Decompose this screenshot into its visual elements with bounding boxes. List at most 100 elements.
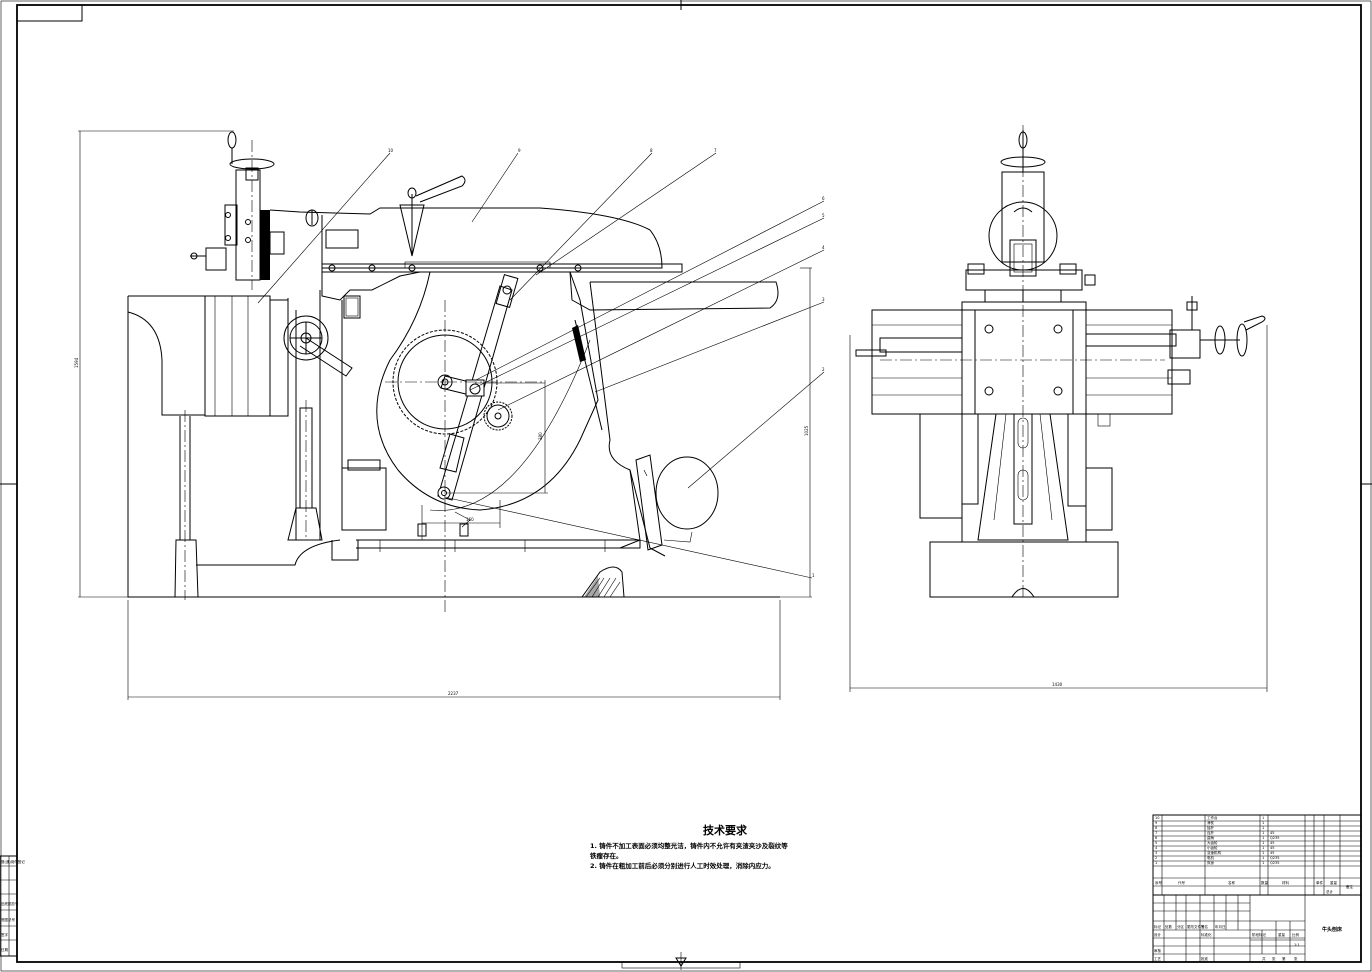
bom-row-no: 10 [1155, 816, 1159, 820]
bom-row-material: 45 [1270, 831, 1274, 835]
bom-row-qty: 1 [1262, 816, 1264, 820]
bom-row-qty: 1 [1262, 851, 1264, 855]
side-view [849, 125, 1268, 692]
bom-row-no: 3 [1155, 851, 1157, 855]
part-label-group: 10 9 8 7 6 5 4 3 2 1 [388, 148, 825, 578]
bom-row-qty: 1 [1262, 841, 1264, 845]
bom-row-no: 9 [1155, 821, 1157, 825]
left-side-strip [0, 855, 18, 957]
bom-row-qty: 1 [1262, 836, 1264, 840]
bom-row-material: 45 [1270, 841, 1274, 845]
bom-row-no: 5 [1155, 841, 1157, 845]
bom-row-name: 床身 [1207, 860, 1215, 865]
bom-header-name: 名称 [1228, 880, 1236, 885]
bom-header-single: 单件 [1316, 880, 1324, 885]
bom-row-material: Q235 [1270, 836, 1279, 840]
tb-label-count: 处数 [1165, 924, 1173, 929]
part-label-2: 2 [822, 367, 825, 372]
technical-requirements-title: 技术要求 [703, 824, 747, 837]
bom-row-no: 8 [1155, 826, 1157, 830]
bom-row-qty: 1 [1262, 831, 1264, 835]
bom-row-material: 45 [1270, 851, 1274, 855]
bom-header-material: 材料 [1282, 880, 1290, 885]
bom-row-no: 6 [1155, 836, 1157, 840]
crank-height-dim: 380 [538, 432, 543, 440]
tb-label-stage: 阶段标记 [1252, 932, 1267, 937]
part-label-10: 10 [388, 148, 394, 153]
bom-row-material: Q235 [1270, 861, 1279, 865]
bom-row-no: 2 [1155, 856, 1157, 860]
strip-label-4: 签字 [1, 932, 8, 937]
bom-row-name: 摇杆 [1207, 825, 1215, 830]
tb-label-sheet-no: 第 [1282, 956, 1286, 961]
technical-requirements: 技术要求 1. 铸件不加工表面必须均整光洁，铸件内不允许有夹渣夹沙及裂纹等 铁瘤… [590, 822, 860, 871]
bom-header-qty: 数量 [1261, 880, 1269, 885]
part-label-3: 3 [822, 297, 825, 302]
bom-header-remark: 备注 [1346, 884, 1354, 889]
tb-label-approve: 批准 [1201, 956, 1209, 961]
left-strip-labels: 借(通)用件登记 旧底图总号 底图总号 签字 日期 [1, 859, 25, 952]
drawing-title: 牛头刨床 [1322, 926, 1343, 933]
bom-header-weight: 重量 [1330, 880, 1338, 885]
side-width-dim: 1430 [1052, 682, 1063, 687]
tb-label-total-sheets: 共 [1262, 956, 1266, 961]
tb-label-date: 年月日 [1215, 924, 1226, 929]
strip-label-3: 底图总号 [1, 917, 15, 922]
tb-label-scale: 比例 [1292, 932, 1300, 937]
bom-row-name: 连杆 [1207, 830, 1215, 835]
part-label-5: 5 [822, 213, 825, 218]
tb-label-zone: 分区 [1177, 924, 1185, 929]
tb-label-review: 审核 [1154, 948, 1162, 953]
bom-row-name: 小齿轮 [1207, 845, 1218, 850]
requirement-line-1: 1. 铸件不加工表面必须均整光洁，铸件内不允许有夹渣夹沙及裂纹等 [590, 842, 788, 850]
part-label-7: 7 [714, 148, 717, 153]
bom-row-qty: 1 [1262, 821, 1264, 825]
bom-row-name: 电机 [1207, 855, 1215, 860]
bom-row-material: Q235 [1270, 856, 1279, 860]
bom-header-total: 总计 [1326, 889, 1334, 894]
bom-row-qty: 1 [1262, 826, 1264, 830]
part-label-6: 6 [822, 196, 825, 201]
part-label-1: 1 [812, 573, 815, 578]
crank-offset-dim: 160 [466, 517, 474, 522]
tb-label-standard: 标准化 [1201, 932, 1212, 937]
bom-header-code: 代号 [1178, 880, 1186, 885]
bom-header-no: 序号 [1155, 880, 1163, 885]
tb-label-process: 工艺 [1154, 956, 1162, 961]
bom-row-name: 大齿轮 [1207, 840, 1218, 845]
tb-label-weight: 重量 [1278, 932, 1286, 937]
bom-row-no: 7 [1155, 831, 1157, 835]
requirement-line-3: 2. 铸件在粗加工前后必须分别进行人工时效处理，消除内应力。 [590, 862, 775, 870]
dimension-text-group: 2237 1430 1594 1025 380 160 [74, 357, 1063, 696]
strip-label-1: 借(通)用件登记 [1, 859, 25, 864]
bom-row-no: 1 [1155, 861, 1157, 865]
bom-row-material: 45 [1270, 846, 1274, 850]
front-view [78, 130, 825, 700]
title-block: 标记 处数 分区 更改文件号 签名 年月日 设计 标准化 阶段标记 重量 比例 … [1152, 894, 1362, 963]
bom-row-name: 滑枕 [1207, 820, 1215, 825]
part-label-4: 4 [822, 245, 825, 250]
part-label-9: 9 [518, 148, 521, 153]
total-height-dim: 1594 [74, 357, 79, 368]
front-width-dim: 2237 [448, 691, 459, 696]
tb-label-sign: 签名 [1201, 924, 1208, 929]
tb-label-mark: 标记 [1154, 924, 1162, 929]
bom-row-qty: 1 [1262, 846, 1264, 850]
tb-scale-value: 1:1 [1294, 943, 1300, 947]
tb-label-design: 设计 [1154, 932, 1162, 937]
requirement-line-2: 铁瘤存在。 [590, 852, 623, 860]
bom-row-name: 工作台 [1207, 815, 1218, 820]
strip-label-5: 日期 [1, 947, 8, 952]
bom-row-name: 曲柄 [1207, 835, 1215, 840]
bom-row-no: 4 [1155, 846, 1158, 850]
part-label-8: 8 [650, 148, 653, 153]
strip-label-2: 旧底图总号 [1, 901, 19, 906]
bom-row-qty: 1 [1262, 861, 1264, 865]
right-height-dim: 1025 [804, 425, 809, 436]
bom-row-qty: 1 [1262, 856, 1264, 860]
tb-label-change: 更改文件号 [1187, 924, 1205, 929]
tb-label-sheet: 张 [1294, 956, 1298, 961]
